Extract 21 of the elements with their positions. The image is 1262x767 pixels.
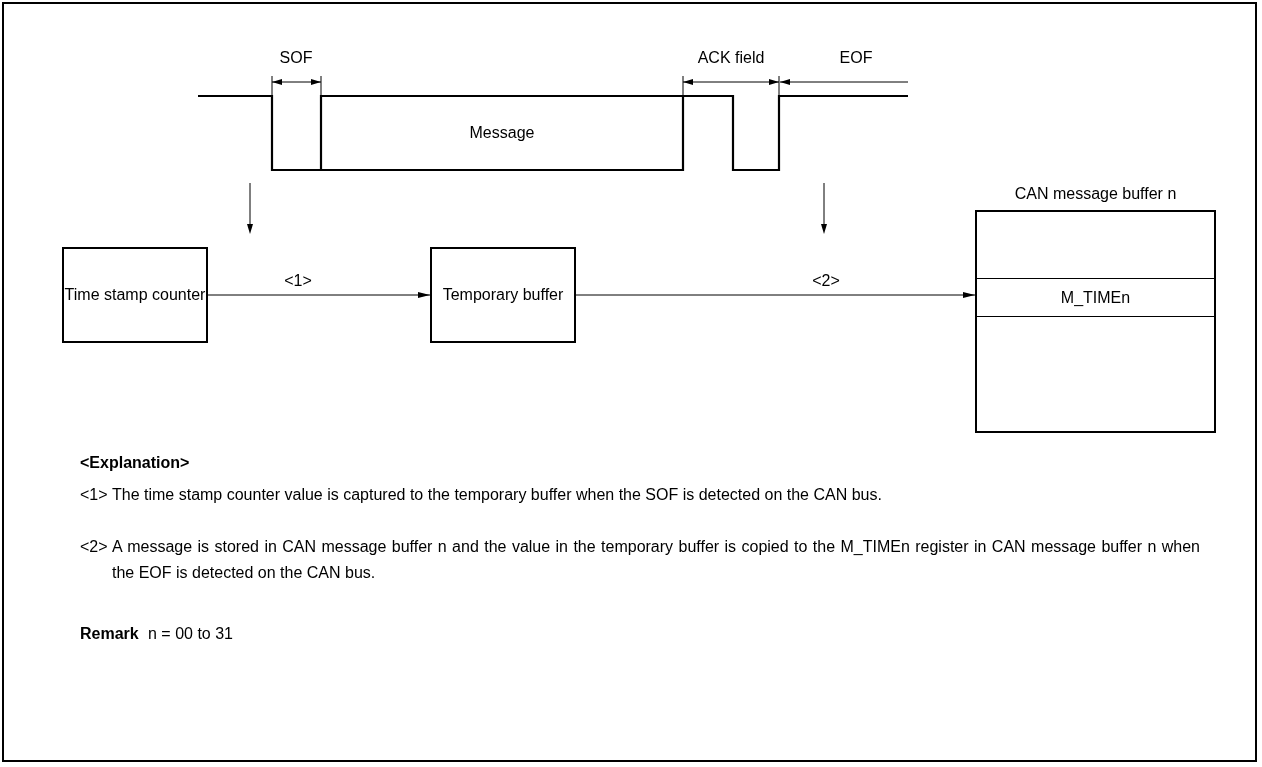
register-row: M_TIMEn [977, 278, 1214, 317]
signal-label: ACK field [697, 48, 765, 68]
buffer-heading: CAN message buffer n [1014, 184, 1177, 204]
block-box [62, 247, 208, 343]
explanation-text: A message is stored in CAN message buffer n and the value in the temporary buffer is copied to the M_TIMEn register in CAN message buffer n when the EOF is detected on the CAN bus. [112, 537, 1200, 583]
explanation-text: The time stamp counter value is captured to the temporary buffer when the SOF is detected on the CAN bus. [112, 485, 883, 505]
box-label: Temporary buffer [442, 285, 564, 305]
step-number: <2> [80, 537, 108, 557]
box-label: Time stamp counter [64, 285, 206, 305]
edge-label: <2> [812, 271, 840, 291]
remark-heading: Remark [80, 624, 139, 644]
arrow [207, 292, 431, 298]
arrow [575, 292, 976, 298]
signal-label: SOF [279, 48, 313, 68]
field-label: Message [469, 123, 535, 143]
step-number: <1> [80, 485, 108, 505]
remark-text: n = 00 to 31 [148, 624, 233, 644]
edge-label: <1> [284, 271, 312, 291]
signal-label: EOF [839, 48, 873, 68]
block-box [430, 247, 576, 343]
section-heading: <Explanation> [80, 453, 190, 473]
